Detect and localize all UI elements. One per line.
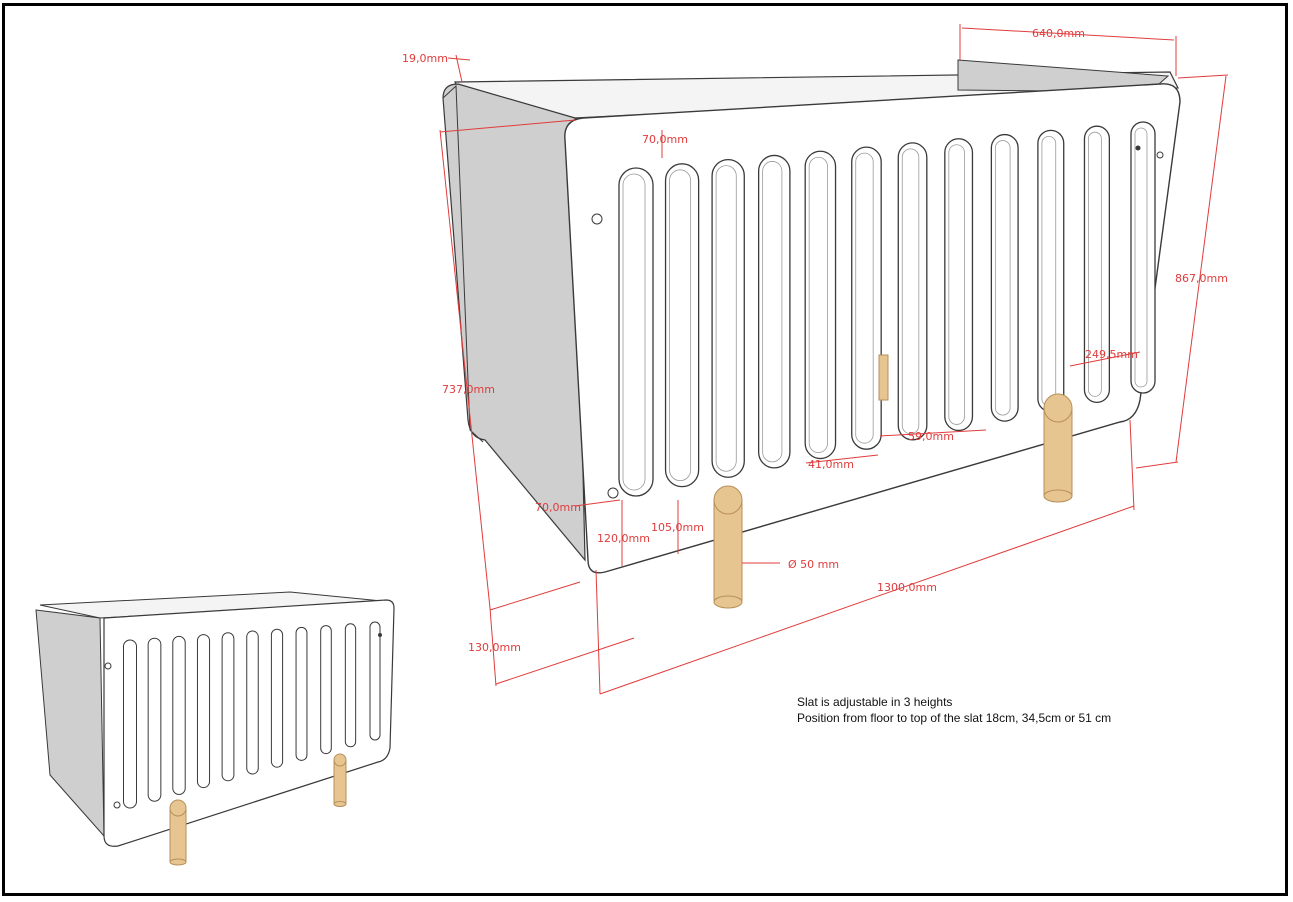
small-front-bars bbox=[123, 621, 381, 809]
panel-hole bbox=[1135, 145, 1141, 151]
dim-737: 737,0mm bbox=[442, 383, 495, 396]
small-bar-opening bbox=[172, 635, 186, 795]
bar-opening bbox=[1083, 125, 1111, 404]
bar-opening bbox=[897, 142, 928, 441]
left-end-edge bbox=[442, 84, 484, 443]
dim-diameter: Ø 50 mm bbox=[788, 558, 839, 571]
dim-19: 19,0mm bbox=[402, 52, 448, 65]
small-bar-opening bbox=[320, 625, 332, 755]
dim-130: 130,0mm bbox=[468, 641, 521, 654]
bar-opening-inner bbox=[994, 140, 1011, 416]
panel-hole bbox=[591, 213, 603, 225]
dim-41: 41,0mm bbox=[808, 458, 854, 471]
main-crib bbox=[442, 59, 1181, 609]
slat-note: Slat is adjustable in 3 heights Position… bbox=[797, 694, 1111, 726]
small-bar-opening bbox=[246, 630, 259, 775]
small-bar-opening bbox=[147, 637, 162, 802]
dimension-lines bbox=[439, 24, 1229, 695]
small-panel-hole bbox=[378, 633, 382, 637]
bar-opening bbox=[664, 163, 700, 488]
dim-120: 120,0mm bbox=[597, 532, 650, 545]
bar-opening-inner bbox=[715, 165, 737, 472]
bar-opening-inner bbox=[622, 173, 646, 491]
bar-opening bbox=[711, 158, 745, 478]
dim-105: 105,0mm bbox=[651, 521, 704, 534]
small-panel-hole bbox=[113, 801, 121, 809]
bar-opening bbox=[944, 138, 974, 432]
small-leg-left bbox=[169, 799, 187, 866]
bar-opening bbox=[851, 146, 882, 450]
leg-back bbox=[878, 354, 889, 401]
bar-opening bbox=[757, 154, 791, 469]
dim-249: 249,5mm bbox=[1085, 348, 1138, 361]
small-panel-hole bbox=[104, 662, 112, 670]
small-bar-opening bbox=[270, 628, 284, 768]
dimension-labels: 640,0mm 19,0mm 70,0mm 867,0mm 737,0mm 24… bbox=[402, 27, 1228, 654]
dim-70-bottom: 70,0mm bbox=[535, 501, 581, 514]
small-bar-opening bbox=[123, 639, 137, 809]
small-crib bbox=[35, 591, 395, 866]
dim-59: 59,0mm bbox=[908, 430, 954, 443]
bar-opening-inner bbox=[808, 156, 828, 453]
dim-867: 867,0mm bbox=[1175, 272, 1228, 285]
panel-hole bbox=[607, 487, 619, 499]
small-left-end bbox=[35, 609, 105, 838]
bar-opening bbox=[804, 150, 837, 460]
bar-opening-inner bbox=[948, 144, 965, 425]
left-end-panel bbox=[442, 83, 586, 562]
bar-opening-inner bbox=[1088, 131, 1102, 397]
leg-front-right bbox=[1043, 393, 1073, 503]
small-leg-right bbox=[333, 753, 347, 807]
bar-opening bbox=[990, 133, 1019, 422]
panel-hole bbox=[1156, 151, 1164, 159]
note-line-1: Slat is adjustable in 3 heights bbox=[797, 695, 953, 709]
note-line-2: Position from floor to top of the slat 1… bbox=[797, 711, 1112, 725]
leg-front-left bbox=[713, 485, 743, 609]
small-bar-opening bbox=[221, 632, 235, 782]
bar-opening-inner bbox=[762, 161, 783, 463]
bar-opening bbox=[618, 167, 654, 497]
front-bars bbox=[618, 121, 1156, 497]
bar-opening bbox=[1130, 121, 1156, 394]
bar-opening-inner bbox=[669, 169, 692, 482]
dim-640: 640,0mm bbox=[1032, 27, 1085, 40]
small-bar-opening bbox=[369, 621, 381, 741]
small-bar-opening bbox=[344, 623, 357, 748]
small-bar-opening bbox=[196, 634, 211, 789]
bar-opening-inner bbox=[1134, 127, 1148, 388]
small-bar-opening bbox=[295, 626, 308, 761]
dim-70-top: 70,0mm bbox=[642, 133, 688, 146]
dim-1300: 1300,0mm bbox=[877, 581, 937, 594]
bar-opening-inner bbox=[855, 152, 874, 444]
